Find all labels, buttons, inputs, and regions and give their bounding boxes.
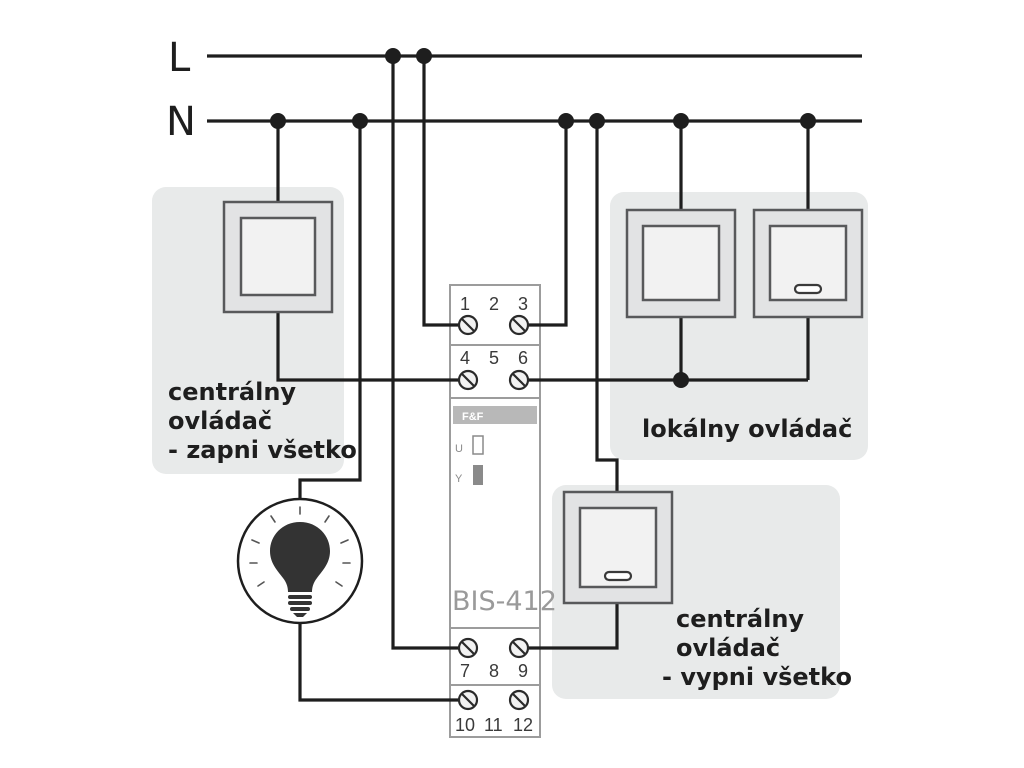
- device-model: BIS-412: [452, 586, 557, 617]
- terminal-label-3: 3: [518, 294, 528, 314]
- label-central-off-line1: centrálny: [676, 605, 804, 633]
- label-central-on-line1: centrálny: [168, 378, 296, 406]
- terminal-label-8: 8: [489, 661, 499, 681]
- indicator-u-label: U: [455, 443, 463, 455]
- label-local: lokálny ovládač: [642, 415, 852, 443]
- terminal-screw-7: [457, 637, 479, 659]
- switch-indicator-icon: [603, 570, 633, 582]
- label-central-off-line3: - vypni všetko: [662, 663, 852, 691]
- label-central-off-line2: ovládač: [676, 634, 780, 662]
- terminal-screw-3: [508, 314, 530, 336]
- indicator-relay-led: [473, 465, 483, 485]
- line-n-label: N: [166, 99, 196, 145]
- terminal-label-2: 2: [489, 294, 499, 314]
- light-bulb-icon: [236, 497, 364, 625]
- switch-central-on: [222, 200, 334, 314]
- terminal-screw-12: [508, 689, 530, 711]
- switch-local-1: [625, 208, 737, 319]
- terminal-label-5: 5: [489, 348, 499, 368]
- terminal-screw-6: [508, 369, 530, 391]
- terminal-screws: [457, 314, 530, 711]
- terminal-label-10: 10: [455, 715, 475, 735]
- terminal-label-12: 12: [513, 715, 533, 735]
- indicator-u-led: [472, 435, 484, 455]
- terminal-label-6: 6: [518, 348, 528, 368]
- terminal-label-1: 1: [460, 294, 470, 314]
- label-central-on-line2: ovládač: [168, 407, 272, 435]
- terminal-numbers: 1 2 3 4 5 6 7 8 9 10 11 12: [455, 294, 533, 735]
- label-central-on-line3: - zapni všetko: [168, 436, 357, 464]
- terminal-label-4: 4: [460, 348, 470, 368]
- relay-device: F&F U Y BIS-412: [449, 284, 557, 738]
- indicator-relay-label: Y: [455, 473, 463, 485]
- switch-central-off: [562, 490, 674, 605]
- terminal-label-7: 7: [460, 661, 470, 681]
- terminal-screw-4: [457, 369, 479, 391]
- junction-nodes: [270, 48, 816, 388]
- device-body: [449, 284, 541, 738]
- terminal-screw-9: [508, 637, 530, 659]
- terminal-label-11: 11: [484, 715, 503, 735]
- device-logo: F&F: [462, 411, 484, 423]
- device-logo-bar: [453, 406, 537, 424]
- terminal-screw-10: [457, 689, 479, 711]
- wires: [276, 56, 810, 702]
- switch-local-2: [752, 208, 864, 319]
- terminal-screw-1: [457, 314, 479, 336]
- line-l-label: L: [168, 35, 191, 81]
- switch-indicator-icon: [793, 283, 823, 295]
- terminal-label-9: 9: [518, 661, 528, 681]
